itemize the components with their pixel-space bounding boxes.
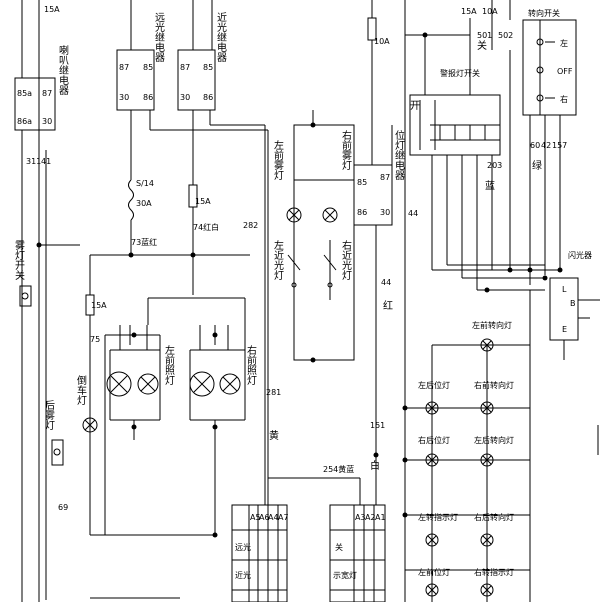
flasher-e-terminal: E <box>562 325 567 334</box>
fuse-10a-label: 10A <box>482 7 498 16</box>
relay-terminal-86a: 86a <box>17 117 32 126</box>
lamp-right-rear-position: 右后位灯 <box>418 435 450 445</box>
relay-terminal-86-c: 86 <box>203 93 213 102</box>
lamp-right-front-turn: 右前转向灯 <box>474 380 514 390</box>
wire-502-label: 502 <box>498 31 513 40</box>
wire-color-red: 红 <box>381 299 393 310</box>
wire-311-label: 311 <box>26 157 41 166</box>
relay-terminal-30-d: 30 <box>380 208 390 217</box>
relay-terminal-86-d: 86 <box>357 208 367 217</box>
warning-switch-label: 警报灯开关 <box>440 68 480 78</box>
relay-terminal-87-c: 87 <box>180 63 190 72</box>
left-headlamp-label: 左前照灯 <box>163 344 175 386</box>
wire-color-blue: 蓝 <box>483 180 495 190</box>
fog-switch-label: 雾灯开关 <box>13 240 25 281</box>
col-a2: A2 <box>365 513 376 522</box>
relay-terminal-86-b: 86 <box>143 93 153 102</box>
lamp-left-rear-turn: 左后转向灯 <box>474 435 514 445</box>
wire-color-yellow: 黄 <box>267 429 279 441</box>
fuse-10a-label-2: 10A <box>374 37 390 46</box>
lamp-left-front-position: 左前位灯 <box>418 567 450 577</box>
col-a3: A3 <box>355 513 366 522</box>
wire-41-label: 41 <box>41 157 51 166</box>
relay-terminal-30: 30 <box>42 117 52 126</box>
left-near-beam-label: 左近光灯 <box>272 239 284 281</box>
position-relay-label: 位灯继电器 <box>393 129 405 181</box>
far-relay-label: 远光继电器 <box>153 12 165 63</box>
right-fog-lamp-label: 右前雾灯 <box>340 129 352 171</box>
near-relay-label: 近光继电器 <box>215 11 227 63</box>
lamp-right-turn-indicator: 右转指示灯 <box>474 567 514 577</box>
lamp-left-rear-position: 左后位灯 <box>418 380 450 390</box>
fuse-15a-label-3: 15A <box>195 197 211 206</box>
wire-501-label: 501 <box>477 31 492 40</box>
wire-254-label: 254黄蓝 <box>323 464 354 474</box>
relay-terminal-30-c: 30 <box>180 93 190 102</box>
horn-relay-label: 喇叭继电器 <box>57 45 69 96</box>
wire-74-label: 74红白 <box>193 222 219 232</box>
relay-terminal-85a: 85a <box>17 89 32 98</box>
fuse-15a-label-2: 15A <box>461 7 477 16</box>
right-near-beam-label: 右近光灯 <box>340 239 352 281</box>
wire-281-label: 281 <box>266 388 281 397</box>
right-headlamp-label: 右前照灯 <box>245 344 257 386</box>
row-far: 远光 <box>235 542 251 552</box>
lamp-left-turn-indicator: 左转指示灯 <box>418 512 458 522</box>
wire-151-label: 151 <box>370 421 385 430</box>
wire-75-label: 75 <box>90 335 100 344</box>
row-near: 近光 <box>235 570 251 580</box>
relay-terminal-87-d: 87 <box>380 173 390 182</box>
turn-switch-right: 右 <box>560 94 568 104</box>
left-fog-lamp-label: 左前雾灯 <box>272 139 284 181</box>
wire-color-white: 白 <box>368 459 379 470</box>
wire-color-green: 绿 <box>530 159 542 170</box>
relay-terminal-85-c: 85 <box>203 63 213 72</box>
col-a1: A1 <box>375 513 386 522</box>
col-a6: A6 <box>259 513 270 522</box>
turn-switch-label: 转向开关 <box>528 8 560 18</box>
col-a4: A4 <box>268 513 279 522</box>
flasher-l-terminal: L <box>562 285 567 294</box>
row-marker: 示宽灯 <box>333 570 357 580</box>
relay-terminal-85-d: 85 <box>357 178 367 187</box>
reverse-lamp-label: 倒车灯 <box>75 375 87 406</box>
col-a7: A7 <box>278 513 289 522</box>
relay-terminal-87: 87 <box>42 89 52 98</box>
wire-69-label: 69 <box>58 503 68 512</box>
wire-203-label: 203 <box>487 161 502 170</box>
wire-157-label: 157 <box>552 141 567 150</box>
wire-44-label-2: 44 <box>381 278 391 287</box>
row-off: 关 <box>335 542 343 552</box>
col-a5: A5 <box>250 513 261 522</box>
wire-73-label: 73蓝红 <box>131 237 157 247</box>
fuse-s14-label: S/14 <box>136 179 154 188</box>
flasher-b-terminal: B <box>570 299 576 308</box>
lamp-right-rear-turn: 右后转向灯 <box>474 512 514 522</box>
wire-42-label: 42 <box>541 141 551 150</box>
fuse-30a-label: 30A <box>136 199 152 208</box>
flasher-label: 闪光器 <box>568 250 592 260</box>
turn-switch-off: OFF <box>557 67 573 76</box>
lamp-left-front-turn: 左前转向灯 <box>472 320 512 330</box>
fuse-15a-label-4: 15A <box>91 301 107 310</box>
fuse-15a-label: 15A <box>44 5 60 14</box>
rear-fog-label: 后雾灯 <box>43 400 55 431</box>
relay-terminal-30-b: 30 <box>119 93 129 102</box>
relay-terminal-85-b: 85 <box>143 63 153 72</box>
wire-44-label: 44 <box>408 209 418 218</box>
relay-terminal-87-b: 87 <box>119 63 129 72</box>
switch-on-label: 开 <box>408 100 420 111</box>
switch-off-label: 关 <box>475 39 487 51</box>
turn-switch-left: 左 <box>560 38 568 48</box>
wire-60-label: 60 <box>530 141 540 150</box>
wire-282-label: 282 <box>243 221 258 230</box>
